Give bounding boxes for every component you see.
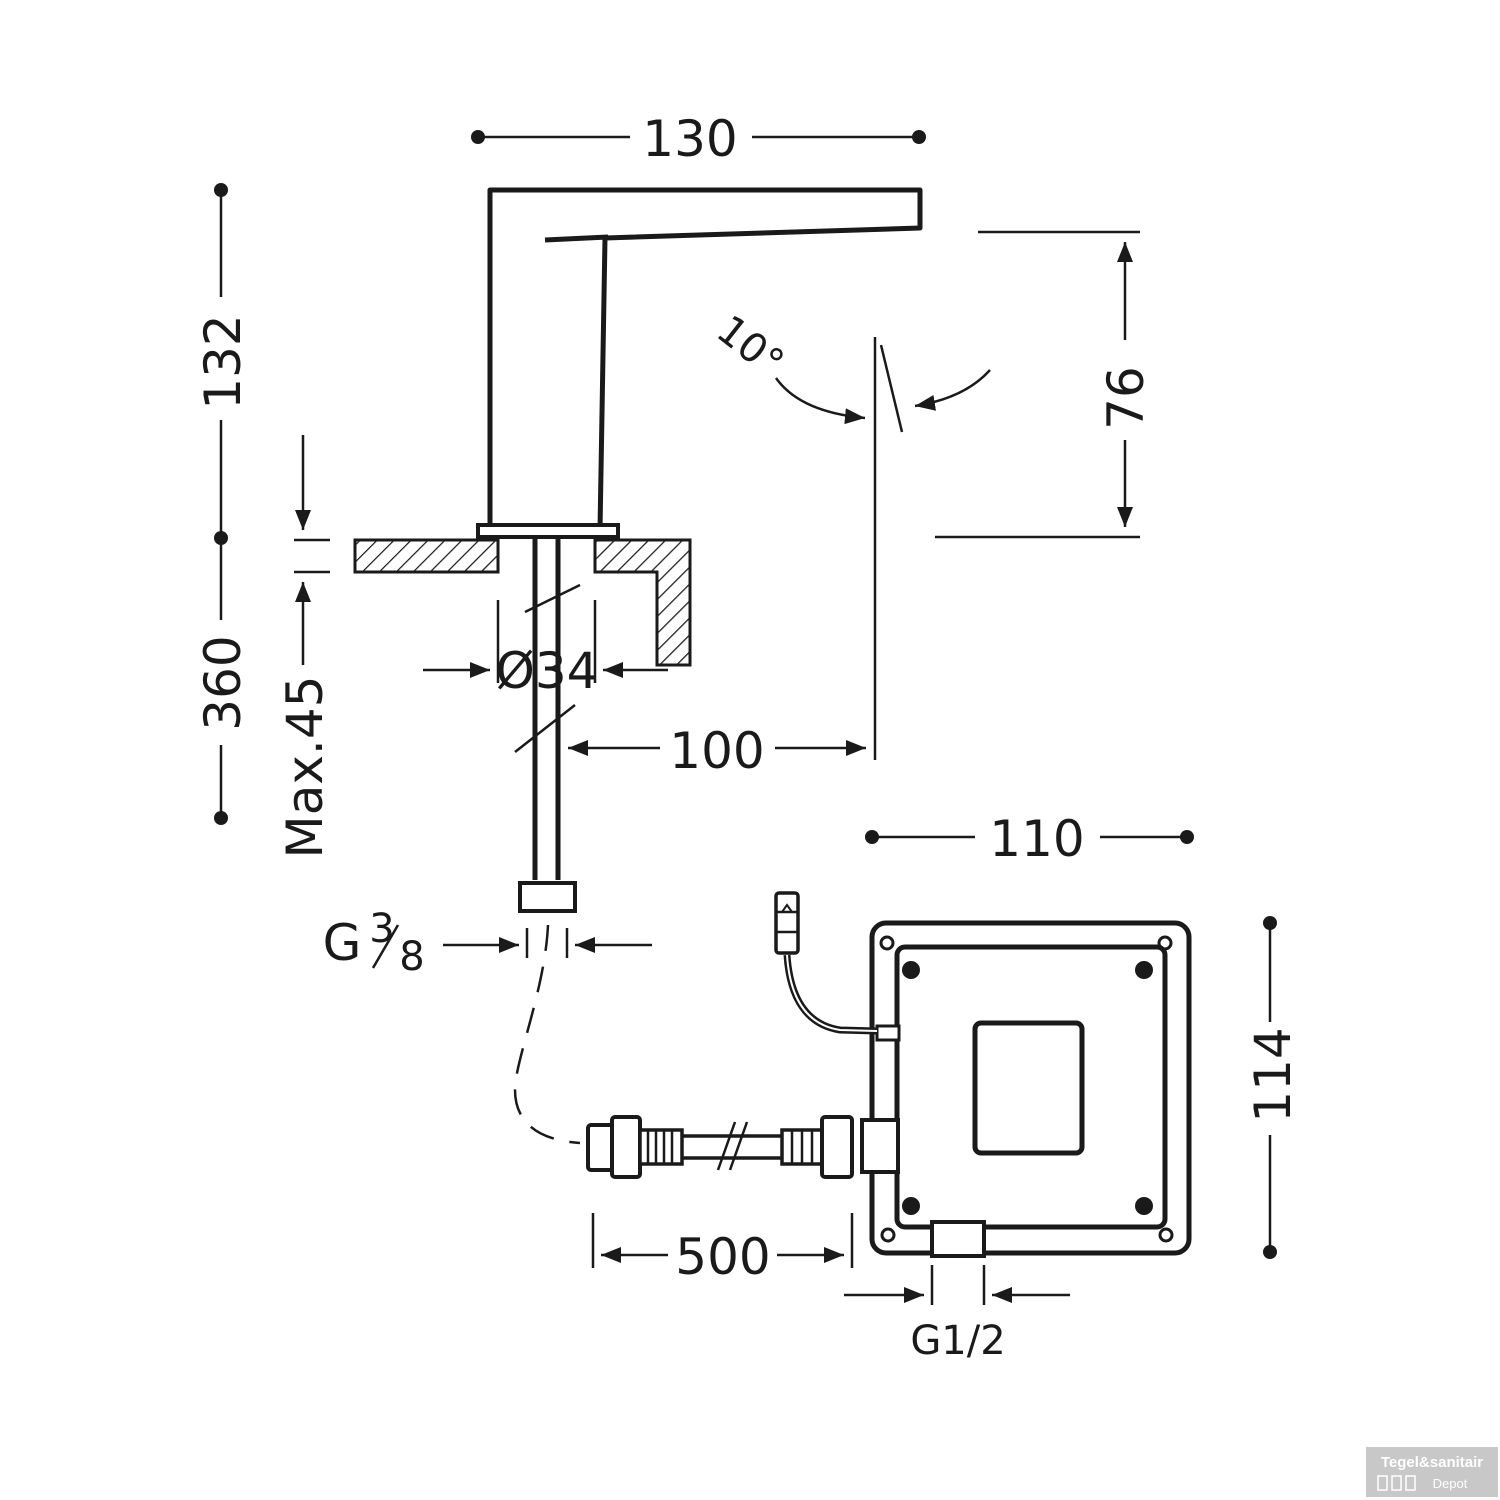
inlet-block (860, 1118, 900, 1174)
label-130: 130 (642, 110, 737, 168)
label-max45: Max.45 (276, 676, 334, 859)
label-diameter-34: Ø34 (496, 642, 599, 700)
watermark-line1: Tegel&sanitair (1381, 1454, 1483, 1471)
faucet-base-plate (476, 523, 620, 539)
sensor-angle: 10° (708, 307, 991, 760)
label-g: G (323, 914, 362, 972)
countertop-section (353, 538, 692, 667)
supply-pipe (514, 537, 581, 913)
dimension-114: 114 (1244, 916, 1302, 1259)
dimension-130: 130 (471, 110, 926, 168)
label-g-1-2: G1/2 (910, 1318, 1005, 1364)
faucet-body (476, 187, 923, 539)
label-132: 132 (194, 314, 252, 409)
label-10-degrees: 10° (708, 307, 792, 387)
outlet-block (930, 1220, 986, 1258)
label-114: 114 (1244, 1027, 1302, 1122)
dimension-100: 100 (568, 722, 866, 780)
label-360: 360 (194, 635, 252, 730)
dimension-g-3-8: G 3 8 (323, 906, 652, 980)
label-g-numerator: 3 (369, 906, 394, 952)
flexible-hose-dashed (513, 924, 581, 1145)
label-76: 76 (1097, 366, 1155, 430)
sensor-cable (774, 891, 878, 1035)
pipe-connector (518, 881, 577, 913)
dimension-g-1-2: G1/2 (844, 1265, 1070, 1364)
dimension-76: 76 (935, 230, 1155, 539)
cable-entry (875, 1024, 901, 1042)
connection-hose (586, 1115, 854, 1179)
watermark-line2: Depot (1433, 1476, 1468, 1491)
label-110: 110 (989, 810, 1084, 868)
label-500: 500 (675, 1228, 770, 1286)
label-g-denominator: 8 (399, 934, 424, 980)
watermark-logo: Tegel&sanitair Depot (1366, 1447, 1498, 1497)
dimension-max45: Max.45 (276, 435, 334, 858)
control-box (860, 920, 1192, 1258)
dimension-132: 132 (194, 183, 252, 545)
control-box-panel (972, 1020, 1085, 1156)
cable-plug (774, 891, 800, 955)
label-100: 100 (669, 722, 764, 780)
dimension-110: 110 (865, 810, 1194, 868)
dimension-360: 360 (194, 538, 252, 825)
dimension-diameter-34: Ø34 (423, 600, 668, 700)
dimension-500: 500 (591, 1213, 854, 1286)
